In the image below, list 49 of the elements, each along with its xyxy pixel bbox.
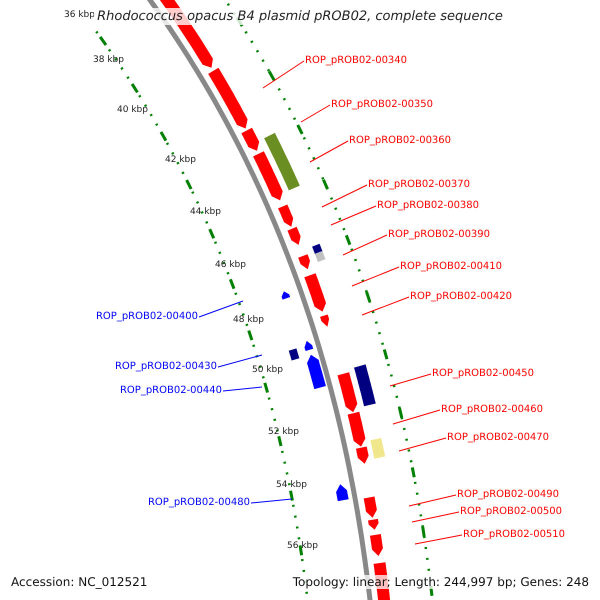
leader-line xyxy=(414,534,462,544)
gene-label: ROP_pROB02-00490 xyxy=(457,490,560,500)
scale-label: 44 kbp xyxy=(190,208,221,217)
scale-label: 56 kbp xyxy=(287,542,318,551)
summary-text: Topology: linear; Length: 244,997 bp; Genes: 248 xyxy=(290,575,591,589)
leader-line xyxy=(352,266,400,286)
gene-label: ROP_pROB02-00400 xyxy=(96,312,198,322)
leader-line xyxy=(310,140,348,162)
gene-label: ROP_pROB02-00430 xyxy=(114,362,217,372)
leader-line xyxy=(330,206,376,226)
accession-text: Accession: NC_012521 xyxy=(9,575,150,589)
leader-line xyxy=(262,60,304,88)
leader-line xyxy=(398,438,446,452)
scale-label: 46 kbp xyxy=(215,261,246,270)
leader-line xyxy=(390,374,432,386)
leader-line xyxy=(218,354,262,368)
leader-line xyxy=(408,494,456,506)
gene-label: ROP_pROB02-00420 xyxy=(410,292,512,302)
scale-label: 54 kbp xyxy=(276,481,307,490)
leader-line xyxy=(198,300,244,318)
leader-line xyxy=(250,498,292,504)
gene-label: ROP_pROB02-00340 xyxy=(305,56,408,66)
leader-line xyxy=(342,234,388,256)
gene-label: ROP_pROB02-00500 xyxy=(460,507,562,517)
leader-line xyxy=(362,296,410,316)
gene-label: ROP_pROB02-00360 xyxy=(349,136,452,146)
leader-line xyxy=(392,410,440,424)
leader-line xyxy=(300,104,330,122)
scale-label: 40 kbp xyxy=(117,106,148,115)
leader-line xyxy=(412,512,460,522)
gene-label: ROP_pROB02-00370 xyxy=(368,180,470,190)
gene-label: ROP_pROB02-00390 xyxy=(388,230,490,240)
gene-label: ROP_pROB02-00480 xyxy=(148,498,250,508)
gene-label: ROP_pROB02-00510 xyxy=(463,530,566,540)
gene-label: ROP_pROB02-00470 xyxy=(447,433,550,443)
gene-label: ROP_pROB02-00410 xyxy=(400,262,502,272)
gene-label: ROP_pROB02-00440 xyxy=(120,386,222,396)
leader-line xyxy=(222,386,262,392)
scale-label: 48 kbp xyxy=(233,316,264,325)
scale-label: 52 kbp xyxy=(268,428,299,437)
scale-label: 36 kbp xyxy=(64,11,95,20)
gene-label: ROP_pROB02-00460 xyxy=(441,405,544,415)
gene-label: ROP_pROB02-00380 xyxy=(377,201,480,211)
scale-label: 42 kbp xyxy=(165,156,196,165)
gene-label: ROP_pROB02-00350 xyxy=(331,100,434,110)
scale-label: 50 kbp xyxy=(252,366,283,375)
leader-line xyxy=(322,184,368,208)
gene-label: ROP_pROB02-00450 xyxy=(432,369,534,379)
scale-label: 38 kbp xyxy=(93,56,124,65)
